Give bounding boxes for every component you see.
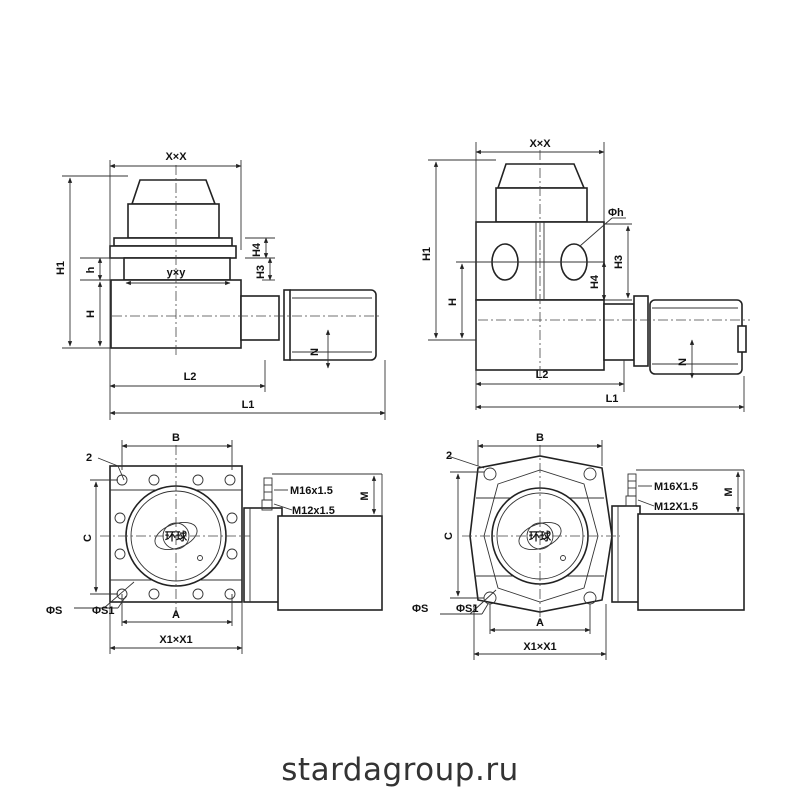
dim-label-phi-s1-right: ΦS1 xyxy=(456,603,478,615)
dim-label-h-right: H xyxy=(447,298,459,306)
part-label-2: 2 xyxy=(86,452,92,464)
dim-label-xxx-right: X×X xyxy=(529,138,551,150)
bolt-hole xyxy=(224,588,236,600)
dim-label-phi-s: ΦS xyxy=(46,605,62,617)
part-label-2-right: 2 xyxy=(446,450,452,462)
thread-label-m16-right: M16X1.5 xyxy=(654,481,698,493)
dim-label-l1-right: L1 xyxy=(606,393,619,405)
thread-label-m16: M16x1.5 xyxy=(290,485,333,497)
side-view-right: X×X Φh H1 H H4 H3 N L2 L1 xyxy=(421,138,750,412)
bolt-hole xyxy=(148,474,160,486)
bolt-hole xyxy=(192,474,204,486)
dim-label-n: N xyxy=(309,348,321,356)
dim-label-b-right: B xyxy=(536,432,544,444)
dim-label-h4: H4 xyxy=(251,242,263,257)
bolt-hole xyxy=(226,548,238,560)
thread-label-m12-right: M12X1.5 xyxy=(654,501,698,513)
bolt-hole xyxy=(114,548,126,560)
dim-label-phi-h: Φh xyxy=(608,207,624,219)
dim-label-a: A xyxy=(172,609,180,621)
dim-label-l1: L1 xyxy=(242,399,255,411)
dim-label-xxx: X×X xyxy=(165,151,187,163)
side-view-left: X×X y×y H1 h H H4 H3 N L2 L1 xyxy=(55,151,386,420)
dim-label-h: H xyxy=(85,310,97,318)
dim-label-h1: H1 xyxy=(55,261,67,275)
dim-label-h4-right: H4 xyxy=(589,274,601,289)
bolt-hole xyxy=(226,512,238,524)
dim-label-yxy: y×y xyxy=(167,267,187,279)
bolt-hole xyxy=(114,512,126,524)
bolt-hole xyxy=(192,588,204,600)
plan-view-right: 环球 xyxy=(412,432,745,660)
dim-label-x1x1: X1×X1 xyxy=(159,634,192,646)
bolt-holes-left xyxy=(114,474,238,600)
dim-label-m: M xyxy=(359,491,371,500)
dim-label-l2-right: L2 xyxy=(536,369,549,381)
bolt-hole xyxy=(224,474,236,486)
dim-label-c: C xyxy=(82,534,94,542)
dim-label-l2: L2 xyxy=(184,371,197,383)
watermark: stardagroup.ru xyxy=(281,752,519,788)
thread-label-m12: M12x1.5 xyxy=(292,505,335,517)
dim-label-h3: H3 xyxy=(255,265,267,279)
dim-label-phi-s1: ΦS1 xyxy=(92,605,114,617)
bolt-hole xyxy=(148,588,160,600)
dim-label-h3-right: H3 xyxy=(613,255,625,269)
dim-label-b: B xyxy=(172,432,180,444)
dim-label-phi-s-right: ΦS xyxy=(412,603,428,615)
dim-label-h1-right: H1 xyxy=(421,247,433,261)
plan-view-left: 环球 xyxy=(46,432,383,654)
dim-label-n-right: N xyxy=(677,358,689,366)
dim-label-a-right: A xyxy=(536,617,544,629)
dim-label-c-right: C xyxy=(443,532,455,540)
dim-label-x1x1-right: X1×X1 xyxy=(523,641,556,653)
dim-label-m-right: M xyxy=(723,487,735,496)
dim-label-small-h: h xyxy=(85,266,97,273)
